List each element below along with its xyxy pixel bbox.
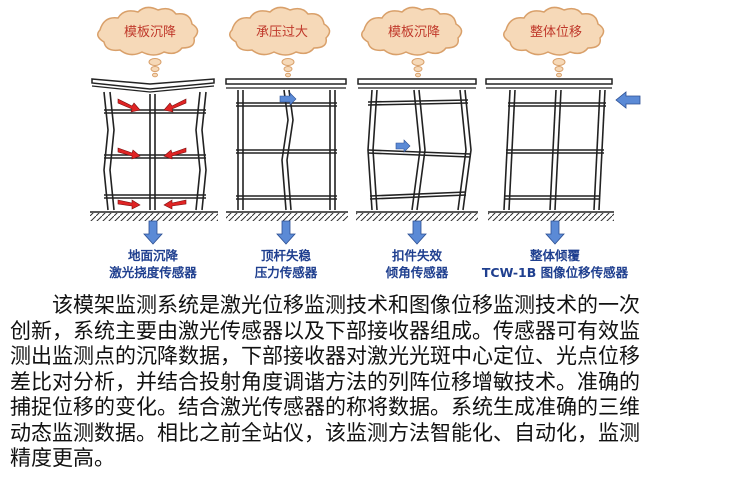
paragraph-line: 动态监测数据。相比之前全站仪，该监测方法智能化、自动化，监测 <box>10 420 640 445</box>
description-paragraph: 该模架监测系统是激光位移监测技术和图像位移监测技术的一次 创新，系统主要由激光传… <box>10 293 746 472</box>
down-arrow-icon <box>407 220 427 245</box>
caption-4-line1: 整体倾覆 <box>530 248 581 263</box>
down-arrow-icon <box>276 220 296 245</box>
caption-1-line1: 地面沉降 <box>128 248 179 263</box>
cloud-4: 整体位移 <box>503 6 605 78</box>
panel-3: 模板沉降 扣件失效 倾角传感器 <box>356 6 478 280</box>
paragraph-line: 该模架监测系统是激光位移监测技术和图像位移监测技术的一次 <box>52 293 640 317</box>
cloud-label-1: 模板沉降 <box>124 25 176 40</box>
cloud-label-2: 承压过大 <box>256 25 308 40</box>
caption-2-line1: 顶杆失稳 <box>261 248 312 263</box>
cloud-label-3: 模板沉降 <box>388 25 440 40</box>
cloud-1: 模板沉降 <box>97 6 199 78</box>
cloud-2: 承压过大 <box>229 6 331 78</box>
paragraph-line: 测出监测点的沉降数据，下部接收器对激光光斑中心定位、光点位移 <box>10 344 640 368</box>
paragraph-line: 差比对分析，并结合投射角度调谐方法的列阵位移增敏技术。准确的 <box>10 369 640 394</box>
paragraph-line: 精度更高。 <box>10 446 115 470</box>
cloud-3: 模板沉降 <box>361 6 463 78</box>
down-arrow-icon <box>143 220 163 245</box>
paragraph-line: 捕捉位移的变化。结合激光传感器的称将数据。系统生成准确的三维 <box>10 395 640 419</box>
caption-3-line1: 扣件失效 <box>392 248 443 263</box>
cloud-label-4: 整体位移 <box>530 25 582 40</box>
panel-1: 模板沉降 <box>90 6 218 280</box>
caption-3-line2: 倾角传感器 <box>385 265 449 280</box>
caption-2-line2: 压力传感器 <box>255 265 318 280</box>
left-arrow-icon <box>615 91 641 109</box>
monitoring-diagram: 模板沉降 <box>90 6 641 280</box>
panel-2: 承压过大 顶杆失稳 压力传感器 <box>225 6 348 280</box>
caption-4-line2: TCW-1B 图像位移传感器 <box>482 265 629 280</box>
paragraph-line: 创新，系统主要由激光传感器以及下部接收器组成。传感器可有效监 <box>10 318 640 343</box>
caption-1-line2: 激光挠度传感器 <box>109 265 197 280</box>
down-arrow-icon <box>545 220 565 245</box>
panel-4: 整体位移 整体倾覆 TCW-1B 图像位移传感器 <box>482 6 641 280</box>
